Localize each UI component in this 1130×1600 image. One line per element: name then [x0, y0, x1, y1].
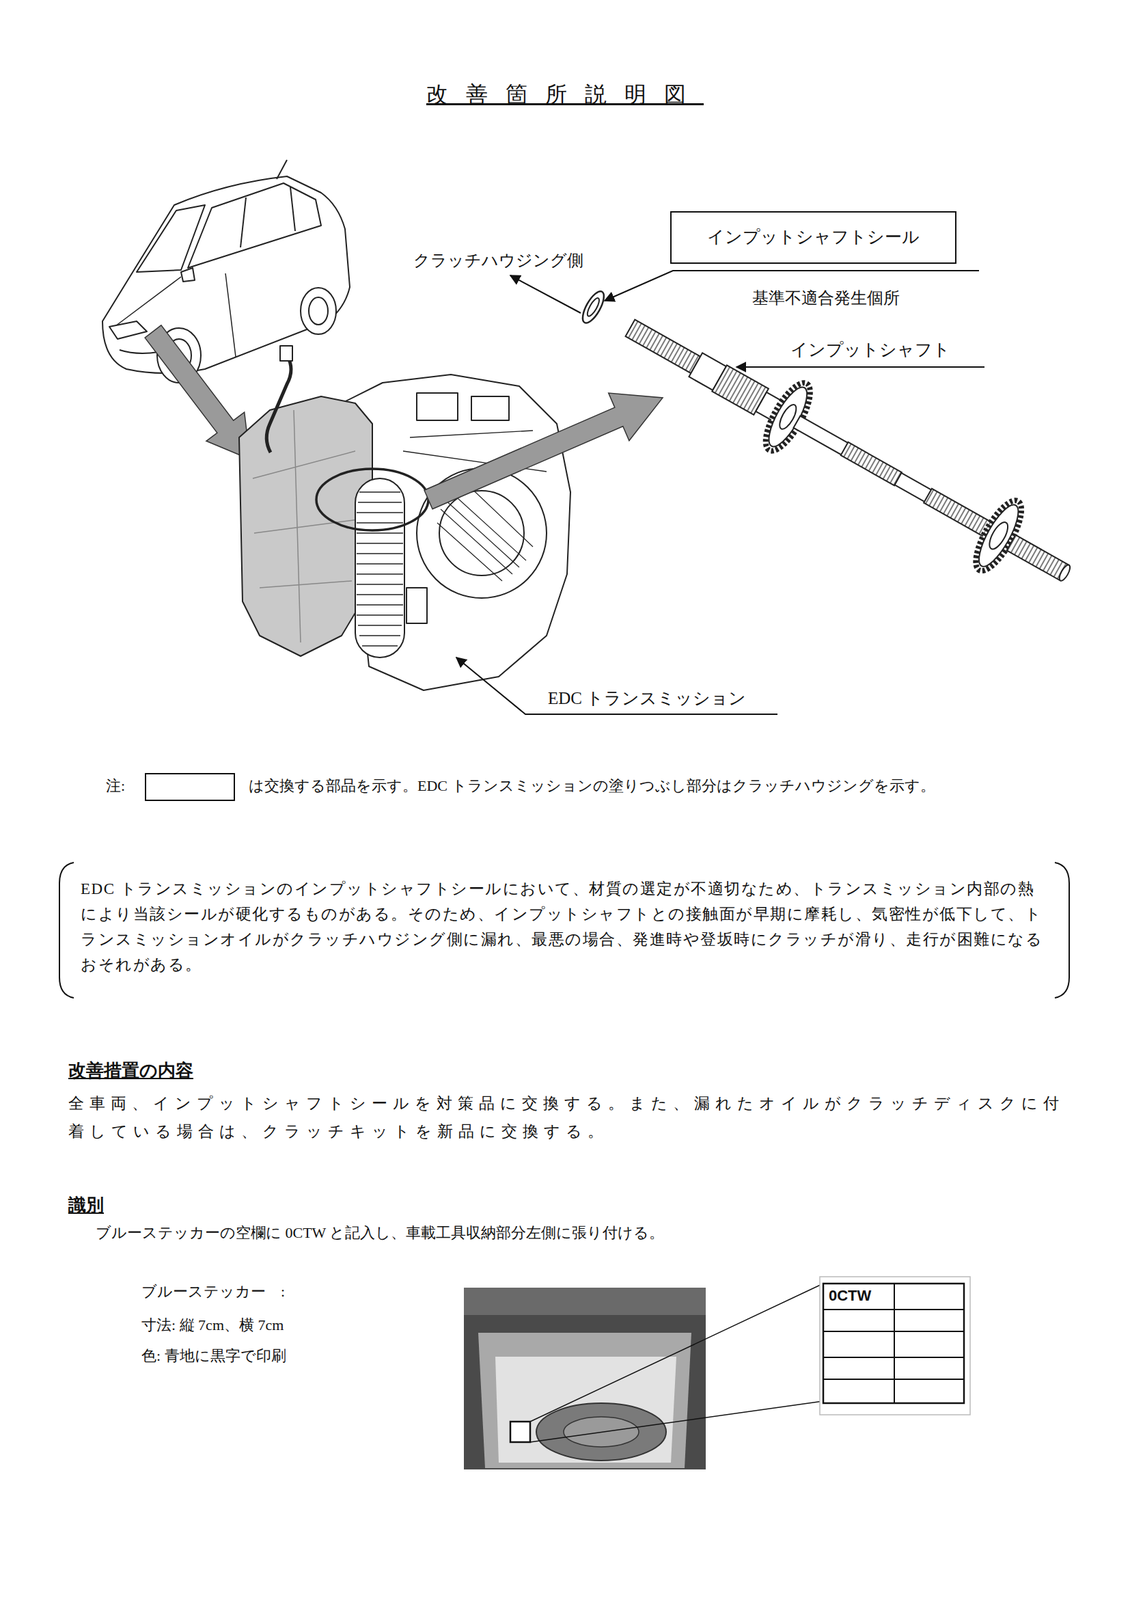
section-heading: 識別: [68, 1193, 104, 1217]
sticker-table: [819, 1276, 971, 1415]
sticker-spec: ブルーステッカー :: [141, 1281, 285, 1302]
node-text: 0CTW: [828, 1285, 872, 1306]
defect-location-label: 基準不適合発生個所: [752, 287, 900, 309]
bracket: [59, 862, 1070, 998]
sticker-spec: 寸法: 縦 7cm、横 7cm: [141, 1315, 284, 1335]
part-name: インプットシャフト: [790, 338, 951, 362]
part-box: インプットシャフトシール: [670, 211, 957, 264]
section-body: ブルーステッカーの空欄に 0CTW と記入し、車載工具収納部分左側に張り付ける。: [95, 1222, 665, 1243]
legend-text: は交換する部品を示す。EDC トランスミッションの塗りつぶし部分はクラッチハウジ…: [248, 776, 936, 796]
node-text: インプットシャフトシール: [707, 226, 920, 249]
defect-description: EDC トランスミッションのインプットシャフトシールにおいて、材質の選定が不適切…: [80, 875, 1051, 977]
section-heading: 改善措置の内容: [68, 1058, 194, 1083]
part-name: EDC トランスミッション: [547, 687, 747, 710]
legend-sample-box: [145, 773, 235, 801]
trunk-photo: [463, 1287, 706, 1469]
section-body: 全車両、インプットシャフトシールを対策品に交換する。また、漏れたオイルがクラッチ…: [68, 1089, 1066, 1146]
sticker-box: 0CTW: [823, 1283, 964, 1403]
pointer-arrow: [144, 325, 251, 460]
direction-label: クラッチハウジング側: [413, 250, 584, 272]
note-prefix: 注:: [105, 776, 126, 796]
transmission-drawing: [239, 345, 571, 691]
car-drawing: [102, 159, 350, 383]
pointer-arrow: [424, 392, 663, 509]
sticker-spec: 色: 青地に黒字で印刷: [141, 1345, 287, 1366]
zoom-lines: [530, 1283, 824, 1442]
input-shaft-drawing: [567, 269, 1087, 609]
page-title: 改善箇所説明図: [0, 80, 1130, 110]
leader-lines: [456, 270, 985, 714]
